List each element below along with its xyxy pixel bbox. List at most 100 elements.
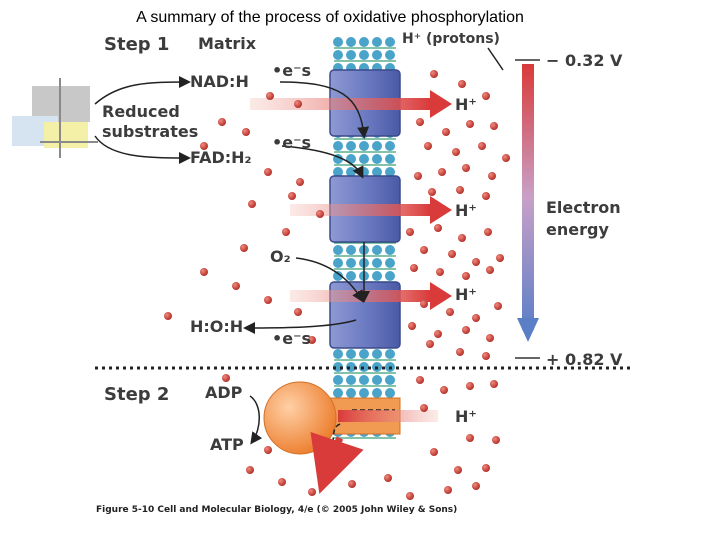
proton-dot	[430, 448, 438, 456]
proton-dot	[420, 246, 428, 254]
lipid-head	[333, 375, 343, 385]
proton-dot	[264, 296, 272, 304]
proton-dot	[308, 488, 316, 496]
proton-dot	[440, 386, 448, 394]
slide-decoration	[12, 78, 98, 158]
proton-dot	[408, 322, 416, 330]
proton-dot	[472, 482, 480, 490]
voltage-bottom: + 0.82 V	[546, 350, 623, 369]
lipid-head	[359, 375, 369, 385]
lipid-head	[346, 271, 356, 281]
lipid-head	[346, 388, 356, 398]
adp-label: ADP	[205, 383, 243, 402]
proton-dot	[482, 192, 490, 200]
voltage-top: − 0.32 V	[546, 51, 623, 70]
electron-flow-arrows	[94, 76, 370, 334]
h-plus-label-2: H⁺	[455, 201, 477, 220]
lipid-head	[359, 154, 369, 164]
proton-arrow-head-1	[430, 90, 452, 118]
atp-label: ATP	[210, 435, 244, 454]
lipid-head	[346, 141, 356, 151]
atp-proton-flow-arrow	[310, 431, 364, 494]
proton-dot	[406, 228, 414, 236]
lipid-head	[372, 349, 382, 359]
proton-dot	[428, 188, 436, 196]
oxygen-label: O₂	[270, 247, 291, 266]
proton-dot	[482, 464, 490, 472]
lipid-head	[372, 375, 382, 385]
proton-dot	[484, 228, 492, 236]
nadh-label: NAD:H	[190, 72, 249, 91]
proton-dot	[462, 164, 470, 172]
proton-dot	[414, 172, 422, 180]
electrons-label-3: •e⁻s	[272, 329, 311, 348]
proton-dot	[496, 254, 504, 262]
electrons-label-2: •e⁻s	[272, 133, 311, 152]
lipid-head	[333, 50, 343, 60]
lipid-head	[372, 37, 382, 47]
proton-dots	[164, 70, 510, 500]
proton-dot	[502, 154, 510, 162]
proton-dot	[434, 330, 442, 338]
lipid-head	[385, 245, 395, 255]
lipid-head	[333, 271, 343, 281]
proton-dot	[420, 404, 428, 412]
lipid-head	[372, 258, 382, 268]
lipid-head	[333, 258, 343, 268]
lipid-head	[385, 271, 395, 281]
proton-dot	[266, 92, 274, 100]
proton-dot	[264, 168, 272, 176]
lipid-head	[346, 375, 356, 385]
proton-dot	[316, 210, 324, 218]
proton-dot	[438, 168, 446, 176]
proton-dot	[490, 122, 498, 130]
proton-dot	[424, 142, 432, 150]
adp-to-atp-arrow	[249, 395, 263, 445]
proton-dot	[416, 118, 424, 126]
proton-dot	[442, 128, 450, 136]
lipid-head	[385, 258, 395, 268]
proton-dot	[466, 434, 474, 442]
proton-dot	[308, 336, 316, 344]
lipid-head	[385, 37, 395, 47]
proton-dot	[420, 300, 428, 308]
electron-energy-scale	[515, 59, 540, 359]
proton-dot	[448, 250, 456, 258]
h-plus-label-4: H⁺	[455, 407, 477, 426]
proton-dot	[164, 312, 172, 320]
lipid-head	[372, 154, 382, 164]
proton-dot	[472, 314, 480, 322]
energy-label: energy	[546, 220, 609, 239]
proton-dot	[472, 258, 480, 266]
protons-label: H⁺ (protons)	[402, 31, 500, 47]
proton-dot	[454, 466, 462, 474]
h-plus-label-3: H⁺	[455, 285, 477, 304]
lipid-head	[359, 388, 369, 398]
proton-dot	[426, 340, 434, 348]
lipid-head	[372, 167, 382, 177]
proton-dot	[462, 272, 470, 280]
reduced-label: Reduced	[102, 102, 180, 121]
proton-dot	[456, 186, 464, 194]
lipid-head	[333, 167, 343, 177]
lipid-head	[359, 349, 369, 359]
figure-caption: Figure 5-10 Cell and Molecular Biology, …	[96, 505, 457, 515]
protons-pointer	[487, 47, 504, 71]
lipid-head	[385, 154, 395, 164]
proton-dot	[436, 268, 444, 276]
proton-dot	[242, 128, 250, 136]
lipid-head	[385, 349, 395, 359]
lipid-head	[359, 50, 369, 60]
proton-dot	[492, 436, 500, 444]
proton-dot	[430, 70, 438, 78]
proton-dot	[434, 224, 442, 232]
lipid-head	[372, 245, 382, 255]
step2-label: Step 2	[104, 384, 169, 405]
lipid-head	[372, 141, 382, 151]
proton-dot	[200, 268, 208, 276]
proton-dot	[384, 474, 392, 482]
proton-dot	[222, 374, 230, 382]
proton-dot	[458, 80, 466, 88]
proton-dot	[278, 478, 286, 486]
